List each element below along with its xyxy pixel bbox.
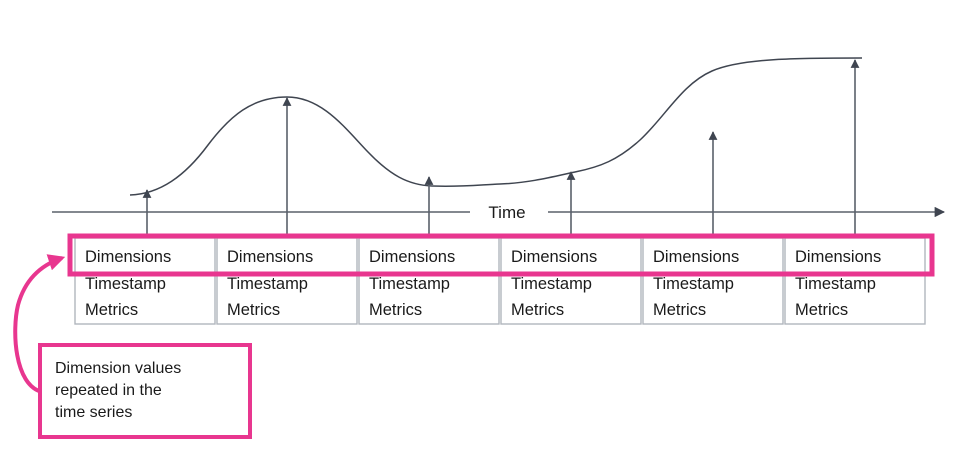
record-dimensions-label: Dimensions [511,248,597,266]
record-timestamp-label: Timestamp [227,275,308,293]
record-timestamp-label: Timestamp [85,275,166,293]
callout-box: Dimension values repeated in the time se… [38,343,252,439]
record-metrics-label: Metrics [795,301,848,319]
record-box-2[interactable]: Dimensions Timestamp Metrics [216,237,358,325]
record-box-3[interactable]: Dimensions Timestamp Metrics [358,237,500,325]
record-box-4[interactable]: Dimensions Timestamp Metrics [500,237,642,325]
record-metrics-label: Metrics [227,301,280,319]
record-box-outline [500,237,642,325]
callout-box-outline [38,343,252,439]
record-timestamp-label: Timestamp [653,275,734,293]
record-box-outline [358,237,500,325]
record-box-6[interactable]: Dimensions Timestamp Metrics [784,237,926,325]
record-dimensions-label: Dimensions [369,248,455,266]
record-box-outline [642,237,784,325]
record-dimensions-label: Dimensions [653,248,739,266]
record-dimensions-label: Dimensions [795,248,881,266]
record-box-outline [74,237,216,325]
record-dimensions-label: Dimensions [85,248,171,266]
callout-line-1: Dimension values [55,360,181,377]
trend-curve [129,57,863,196]
dimensions-row-highlight [67,233,935,277]
record-metrics-label: Metrics [369,301,422,319]
record-timestamp-label: Timestamp [795,275,876,293]
record-box-5[interactable]: Dimensions Timestamp Metrics [642,237,784,325]
record-box-1[interactable]: Dimensions Timestamp Metrics [74,237,216,325]
record-metrics-label: Metrics [511,301,564,319]
trend-curve-group [129,57,863,196]
callout-line-2: repeated in the [55,382,162,399]
record-timestamp-label: Timestamp [511,275,592,293]
time-axis: Time [52,203,946,222]
axis-label-time: Time [488,203,525,222]
record-box-outline [216,237,358,325]
record-timestamp-label: Timestamp [369,275,450,293]
record-dimensions-label: Dimensions [227,248,313,266]
callout-line-3: time series [55,404,132,421]
record-arrows [142,59,860,238]
record-metrics-label: Metrics [653,301,706,319]
record-metrics-label: Metrics [85,301,138,319]
callout-connector-arrow [13,254,66,394]
